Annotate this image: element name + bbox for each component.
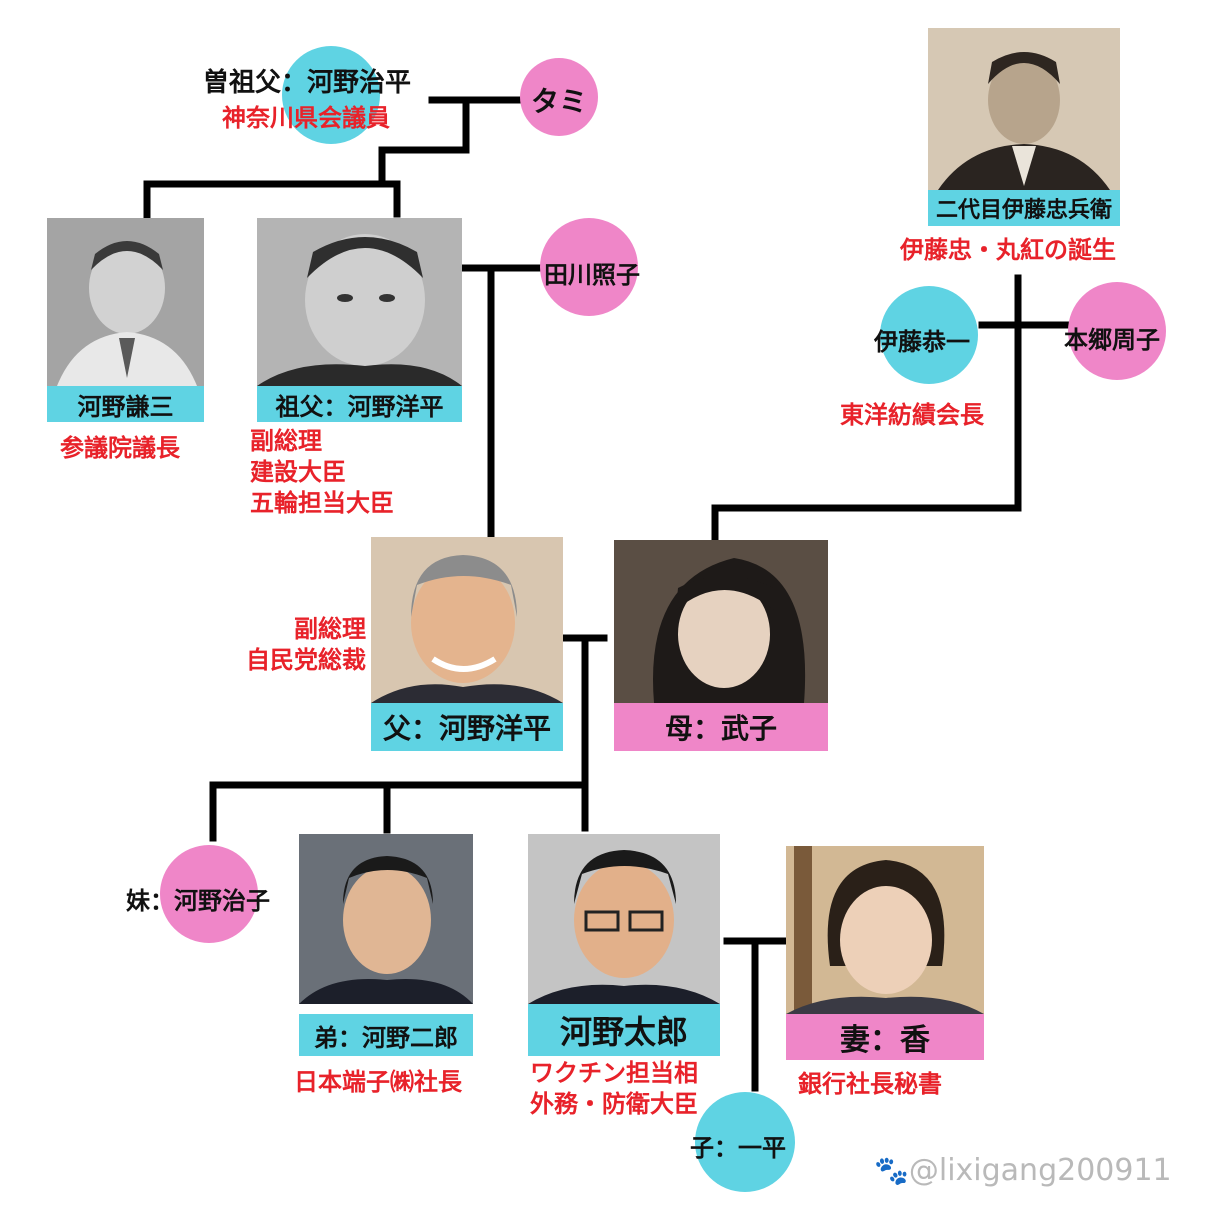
sister-circle — [160, 845, 258, 943]
grandfather-role-1: 副総理 — [250, 427, 322, 455]
brother-name: 弟：河野二郎 — [299, 1014, 473, 1056]
watermark-text: @lixigang200911 — [908, 1153, 1172, 1188]
great-grandfather-role: 神奈川県会議員 — [222, 104, 390, 132]
grandfather-name: 祖父：河野洋平 — [257, 386, 462, 422]
father-name: 父：河野洋平 — [371, 703, 563, 751]
taro-role-1: ワクチン担当相 — [530, 1059, 698, 1087]
grandfather-roles: 副総理 建設大臣 五輪担当大臣 — [250, 426, 394, 520]
chubei-role: 伊藤忠・丸紅の誕生 — [900, 236, 1116, 264]
portrait-icon — [614, 540, 828, 703]
grandmother-name: 田川照子 — [544, 261, 640, 289]
portrait-icon — [786, 846, 984, 1014]
great-grandmother-circle — [520, 58, 598, 136]
watermark: 🐾@lixigang200911 — [874, 1153, 1172, 1188]
chubei-photo — [928, 28, 1120, 190]
son-circle — [695, 1092, 795, 1192]
father-photo — [371, 537, 563, 703]
father-role-2: 自民党総裁 — [246, 646, 366, 675]
grandfather-role-2: 建設大臣 — [250, 458, 346, 487]
taro-photo — [528, 834, 720, 1004]
mother-name: 母：武子 — [614, 703, 828, 751]
wife-name: 妻：香 — [786, 1014, 984, 1060]
kenzo-photo — [47, 218, 204, 386]
taro-role-2: 外務・防衛大臣 — [530, 1090, 698, 1119]
father-roles: 副総理 自民党総裁 — [230, 614, 366, 676]
kenzo-name: 河野謙三 — [47, 386, 204, 422]
paw-icon: 🐾 — [874, 1154, 909, 1187]
mother-photo — [614, 540, 828, 703]
son-name: 子：一平 — [690, 1134, 786, 1162]
grandfather-role-3: 五輪担当大臣 — [250, 489, 394, 518]
kyoichi-circle — [880, 286, 978, 384]
portrait-icon — [257, 218, 462, 386]
kyoichi-name: 伊藤恭一 — [874, 328, 970, 356]
portrait-icon — [299, 834, 473, 1004]
shuko-circle — [1068, 282, 1166, 380]
wife-role: 銀行社長秘書 — [798, 1070, 942, 1098]
brother-photo — [299, 834, 473, 1004]
great-grandfather-circle — [282, 46, 380, 144]
sister-name: 妹：河野治子 — [126, 887, 270, 915]
portrait-icon — [47, 218, 204, 386]
kenzo-role: 参議院議長 — [60, 434, 180, 462]
grandmother-circle — [540, 218, 638, 316]
great-grandmother-name: タミ — [530, 85, 587, 118]
father-role-1: 副総理 — [294, 615, 366, 643]
portrait-icon — [928, 28, 1120, 190]
taro-roles: ワクチン担当相 外務・防衛大臣 — [530, 1058, 698, 1120]
kyoichi-role: 東洋紡績会長 — [840, 401, 984, 429]
portrait-icon — [528, 834, 720, 1004]
grandfather-photo — [257, 218, 462, 386]
wife-photo — [786, 846, 984, 1014]
chubei-name: 二代目伊藤忠兵衛 — [928, 190, 1120, 226]
brother-role: 日本端子㈱社長 — [294, 1068, 462, 1096]
shuko-name: 本郷周子 — [1064, 326, 1160, 354]
great-grandfather-name: 曽祖父：河野治平 — [203, 68, 412, 98]
portrait-icon — [371, 537, 563, 703]
taro-name: 河野太郎 — [528, 1004, 720, 1056]
